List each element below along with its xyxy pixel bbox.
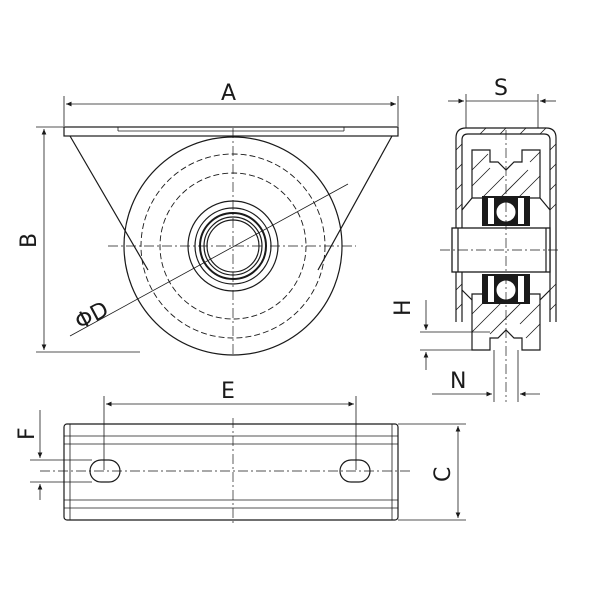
dimension-a: A	[63, 81, 399, 126]
dimension-s: S	[448, 76, 556, 128]
label-h: H	[391, 299, 416, 316]
dimension-h: H	[391, 299, 490, 370]
mounting-plate	[63, 126, 399, 137]
label-a: A	[221, 81, 236, 106]
dimension-c: C	[398, 423, 466, 521]
top-view: E F C	[15, 379, 466, 526]
dimension-e: E	[103, 379, 357, 470]
label-b: B	[17, 233, 42, 248]
front-view: A B ΦD	[17, 81, 399, 356]
dimension-n: N	[432, 350, 540, 402]
label-d: ΦD	[71, 297, 113, 335]
label-f: F	[15, 427, 40, 440]
label-s: S	[494, 76, 508, 101]
bracket-body	[69, 135, 393, 271]
dimension-b: B	[17, 126, 140, 353]
label-c: C	[431, 467, 456, 482]
label-n: N	[450, 369, 466, 394]
label-e: E	[221, 379, 235, 404]
side-view: S	[391, 76, 560, 402]
dimension-f: F	[15, 410, 92, 500]
plate-top-view	[63, 423, 399, 521]
